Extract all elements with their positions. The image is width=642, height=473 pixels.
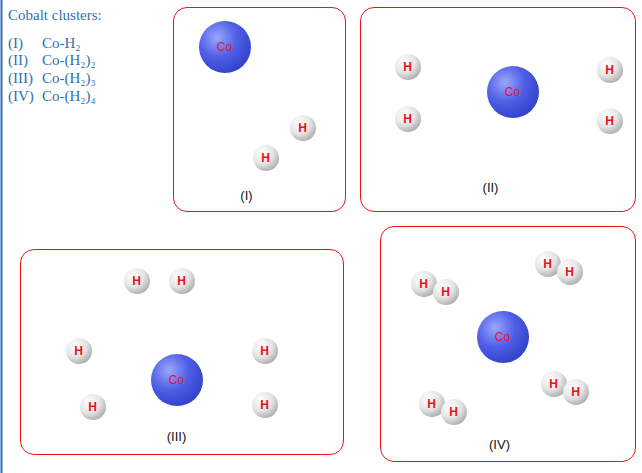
cluster-box: (III)HHCoHHHH bbox=[20, 249, 344, 455]
atom-symbol: H bbox=[403, 113, 412, 125]
atom-symbol: H bbox=[177, 275, 186, 287]
hydrogen-atom: H bbox=[597, 108, 623, 134]
atom-symbol: H bbox=[132, 275, 141, 287]
atom-symbol: H bbox=[449, 406, 458, 418]
atom-symbol: H bbox=[260, 399, 269, 411]
atom-symbol: H bbox=[543, 258, 552, 270]
cluster-box: (IV)HHHHCoHHHH bbox=[380, 226, 636, 462]
atom-symbol: H bbox=[260, 345, 269, 357]
cluster-label: (II) bbox=[483, 180, 499, 195]
atom-symbol: H bbox=[605, 64, 614, 76]
legend-heading: Cobalt clusters: bbox=[8, 7, 102, 24]
cluster-box: (II)CoHHHH bbox=[360, 7, 636, 212]
atom-symbol: H bbox=[298, 122, 307, 134]
cobalt-atom: Co bbox=[199, 21, 251, 73]
cluster-numeral: (IV) bbox=[8, 88, 34, 105]
atom-symbol: Co bbox=[505, 86, 520, 98]
cluster-formula: Co-(H₂)₂ bbox=[42, 52, 96, 69]
cluster-box: (I) CoH H bbox=[173, 7, 346, 212]
atom-symbol: H bbox=[88, 401, 97, 413]
atom-symbol: Co bbox=[169, 374, 184, 386]
hydrogen-atom: H bbox=[441, 399, 467, 425]
cluster-numeral: (II) bbox=[8, 52, 28, 69]
atom-symbol: Co bbox=[217, 41, 232, 53]
hydrogen-atom: H bbox=[252, 392, 278, 418]
cluster-formula: Co-(H₂)₄ bbox=[42, 88, 96, 105]
cluster-formula: Co-(H₂)₃ bbox=[42, 70, 96, 87]
cluster-label: (IV) bbox=[489, 437, 510, 452]
atom-symbol: H bbox=[419, 278, 428, 290]
hydrogen-atom: H bbox=[563, 379, 589, 405]
hydrogen-atom: H bbox=[252, 338, 278, 364]
atom-symbol: H bbox=[605, 115, 614, 127]
hydrogen-atom: H bbox=[433, 279, 459, 305]
hydrogen-atom: H bbox=[169, 268, 195, 294]
cluster-label: (III) bbox=[167, 429, 187, 444]
atom-symbol: H bbox=[261, 152, 270, 164]
atom-symbol: H bbox=[571, 386, 580, 398]
cluster-label: (I) bbox=[240, 188, 252, 203]
hydrogen-atom: H bbox=[80, 394, 106, 420]
atom-symbol: H bbox=[565, 266, 574, 278]
hydrogen-atom: H bbox=[395, 106, 421, 132]
cobalt-atom: Co bbox=[487, 66, 539, 118]
hydrogen-atom: H bbox=[290, 115, 316, 141]
hydrogen-atom: H bbox=[253, 145, 279, 171]
atom-symbol: H bbox=[427, 398, 436, 410]
hydrogen-atom: H bbox=[557, 259, 583, 285]
hydrogen-atom: H bbox=[597, 57, 623, 83]
hydrogen-atom: H bbox=[395, 54, 421, 80]
atom-symbol: H bbox=[403, 61, 412, 73]
cluster-numeral: (III) bbox=[8, 70, 33, 87]
cluster-formula: Co-H₂ bbox=[42, 35, 81, 52]
hydrogen-atom: H bbox=[124, 268, 150, 294]
atom-symbol: H bbox=[441, 286, 450, 298]
atom-symbol: H bbox=[549, 378, 558, 390]
cluster-numeral: (I) bbox=[8, 35, 23, 52]
page-rule bbox=[1, 0, 3, 473]
atom-symbol: H bbox=[74, 345, 83, 357]
cobalt-atom: Co bbox=[151, 354, 203, 406]
hydrogen-atom: H bbox=[66, 338, 92, 364]
atom-symbol: Co bbox=[495, 331, 510, 343]
cobalt-atom: Co bbox=[477, 311, 529, 363]
